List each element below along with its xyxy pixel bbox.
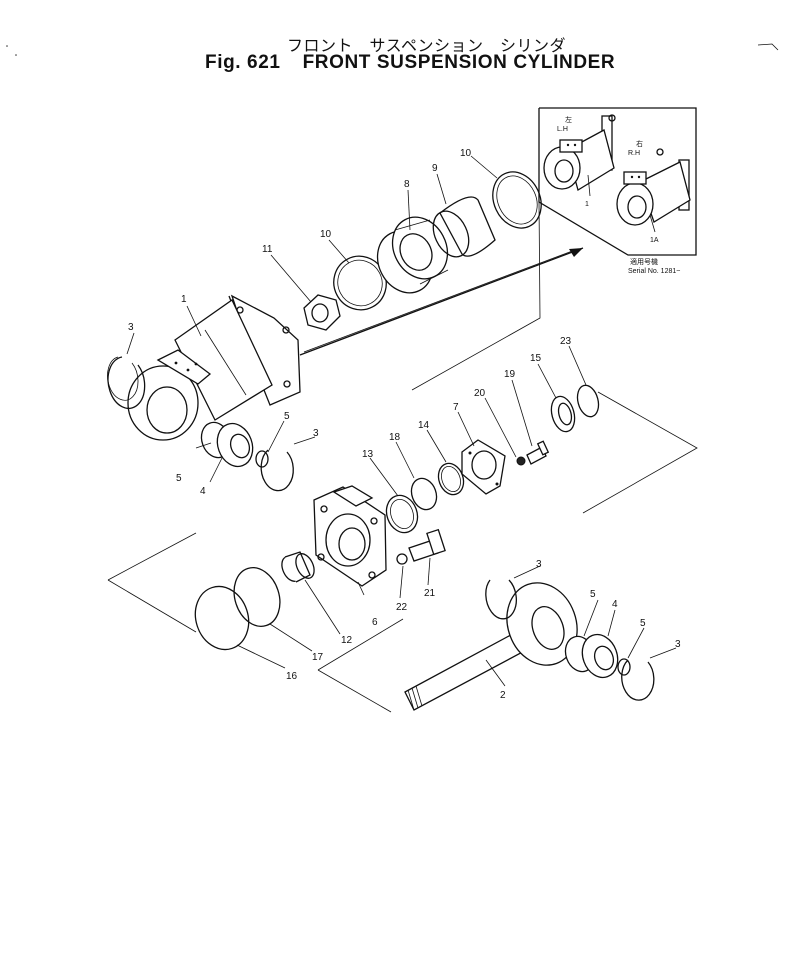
inset-rh-cylinder	[616, 148, 691, 226]
part-10-ring-b	[492, 171, 542, 229]
label-part-7: 7	[453, 402, 459, 413]
arrow-to-inset	[299, 247, 584, 356]
part-5-collar-a	[255, 450, 269, 468]
inset-lh-cylinder	[543, 114, 616, 192]
label-part-3: 3	[313, 428, 319, 439]
label-part-2: 2	[500, 690, 506, 701]
scan-mark	[757, 43, 779, 51]
part-4-bearing-a	[200, 421, 254, 468]
part-5-collar-b	[617, 658, 631, 676]
fig-number: Fig. 621	[205, 52, 281, 73]
inset-part-1: 1	[585, 201, 589, 208]
part-2-shaft	[404, 582, 578, 711]
label-part-13: 13	[362, 449, 374, 460]
label-part-14: 14	[418, 420, 430, 431]
part-20-washer	[516, 456, 526, 466]
part-16-ring	[194, 585, 250, 651]
label-part-11: 11	[262, 244, 273, 255]
group-bracket-mid	[317, 618, 404, 671]
label-part-4: 4	[200, 486, 206, 497]
part-4-bearing-b	[564, 633, 619, 679]
group-bracket-left-bottom	[107, 579, 197, 633]
label-part-6: 6	[372, 617, 378, 628]
inset-rh-label: R.H	[628, 150, 640, 157]
label-part-20: 20	[474, 388, 486, 399]
label-part-21: 21	[424, 588, 436, 599]
label-part-3: 3	[128, 322, 134, 333]
label-part-8: 8	[404, 179, 410, 190]
part-1-cylinder-body	[127, 294, 301, 441]
part-9-sleeve	[432, 196, 496, 258]
part-3-snap-ring-a	[107, 356, 146, 410]
fig-title: FRONT SUSPENSION CYLINDER	[302, 52, 616, 73]
label-part-23: 23	[560, 336, 572, 347]
label-part-12: 12	[341, 635, 353, 646]
label-part-16: 16	[286, 671, 298, 682]
part-11-nut	[303, 294, 341, 331]
label-part-3: 3	[536, 559, 542, 570]
label-part-17: 17	[312, 652, 324, 663]
part-19-bolt	[526, 440, 550, 465]
part-3-snap-ring-c	[485, 579, 517, 620]
title-japanese: フロント サスペンション シリンダ	[287, 36, 567, 55]
part-3-snap-ring-b	[260, 449, 294, 492]
label-part-5: 5	[590, 589, 596, 600]
part-15-ring	[550, 395, 576, 433]
inset-part-1a: 1A	[650, 237, 659, 244]
leader-lines	[126, 155, 677, 687]
label-part-5: 5	[284, 411, 290, 422]
part-18-o-ring	[410, 477, 438, 511]
group-bracket-left-top	[107, 532, 197, 581]
part-22-washer	[396, 553, 408, 565]
part-23-o-ring	[576, 384, 600, 418]
label-part-15: 15	[530, 353, 542, 364]
title-english: Fig. 621 FRONT SUSPENSION CYLINDER	[205, 52, 615, 74]
part-13-seal	[385, 494, 419, 534]
label-part-22: 22	[396, 602, 408, 613]
label-part-3: 3	[675, 639, 681, 650]
serial-en: Serial No. 1281~	[628, 268, 680, 275]
inset-lh-kanji: 左	[565, 115, 572, 124]
group-bracket-right	[582, 391, 698, 514]
group-bracket-mid-b	[317, 669, 392, 713]
label-part-18: 18	[389, 432, 401, 443]
part-12-bushing	[281, 551, 315, 583]
inset-box: 左 L.H 1 右 R.H 1A	[411, 107, 697, 391]
inset-leader	[411, 201, 541, 391]
label-part-10: 10	[320, 229, 332, 240]
label-part-4: 4	[612, 599, 618, 610]
inset-rh-kanji: 右	[636, 139, 643, 148]
scan-speck	[15, 54, 17, 56]
scan-speck	[6, 45, 8, 47]
part-number-labels: 1 3 11 10 8 9 10 5 4 5 3 13 18 14 7 20 1…	[128, 148, 681, 701]
part-7-retainer	[461, 439, 506, 495]
part-3-snap-ring-d	[621, 659, 655, 701]
part-6-housing	[313, 485, 387, 587]
inset-lh-label: L.H	[557, 126, 568, 133]
label-part-5: 5	[176, 473, 182, 484]
label-part-9: 9	[432, 163, 438, 174]
label-part-10: 10	[460, 148, 472, 159]
label-part-5: 5	[640, 618, 646, 629]
serial-jp: 適用号機	[630, 257, 658, 266]
label-part-19: 19	[504, 369, 516, 380]
label-part-1: 1	[181, 294, 187, 305]
part-17-ring	[233, 567, 281, 627]
part-21-bolt	[408, 528, 446, 562]
